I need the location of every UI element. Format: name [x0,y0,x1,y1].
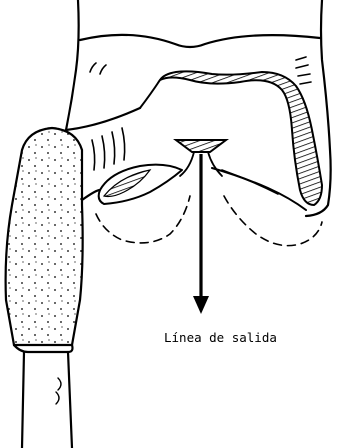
exit-line-arrow [193,154,209,314]
exit-line-label: Línea de salida [164,330,277,345]
root-dashed-outline [96,196,322,246]
diamond-bur-head [6,128,83,448]
